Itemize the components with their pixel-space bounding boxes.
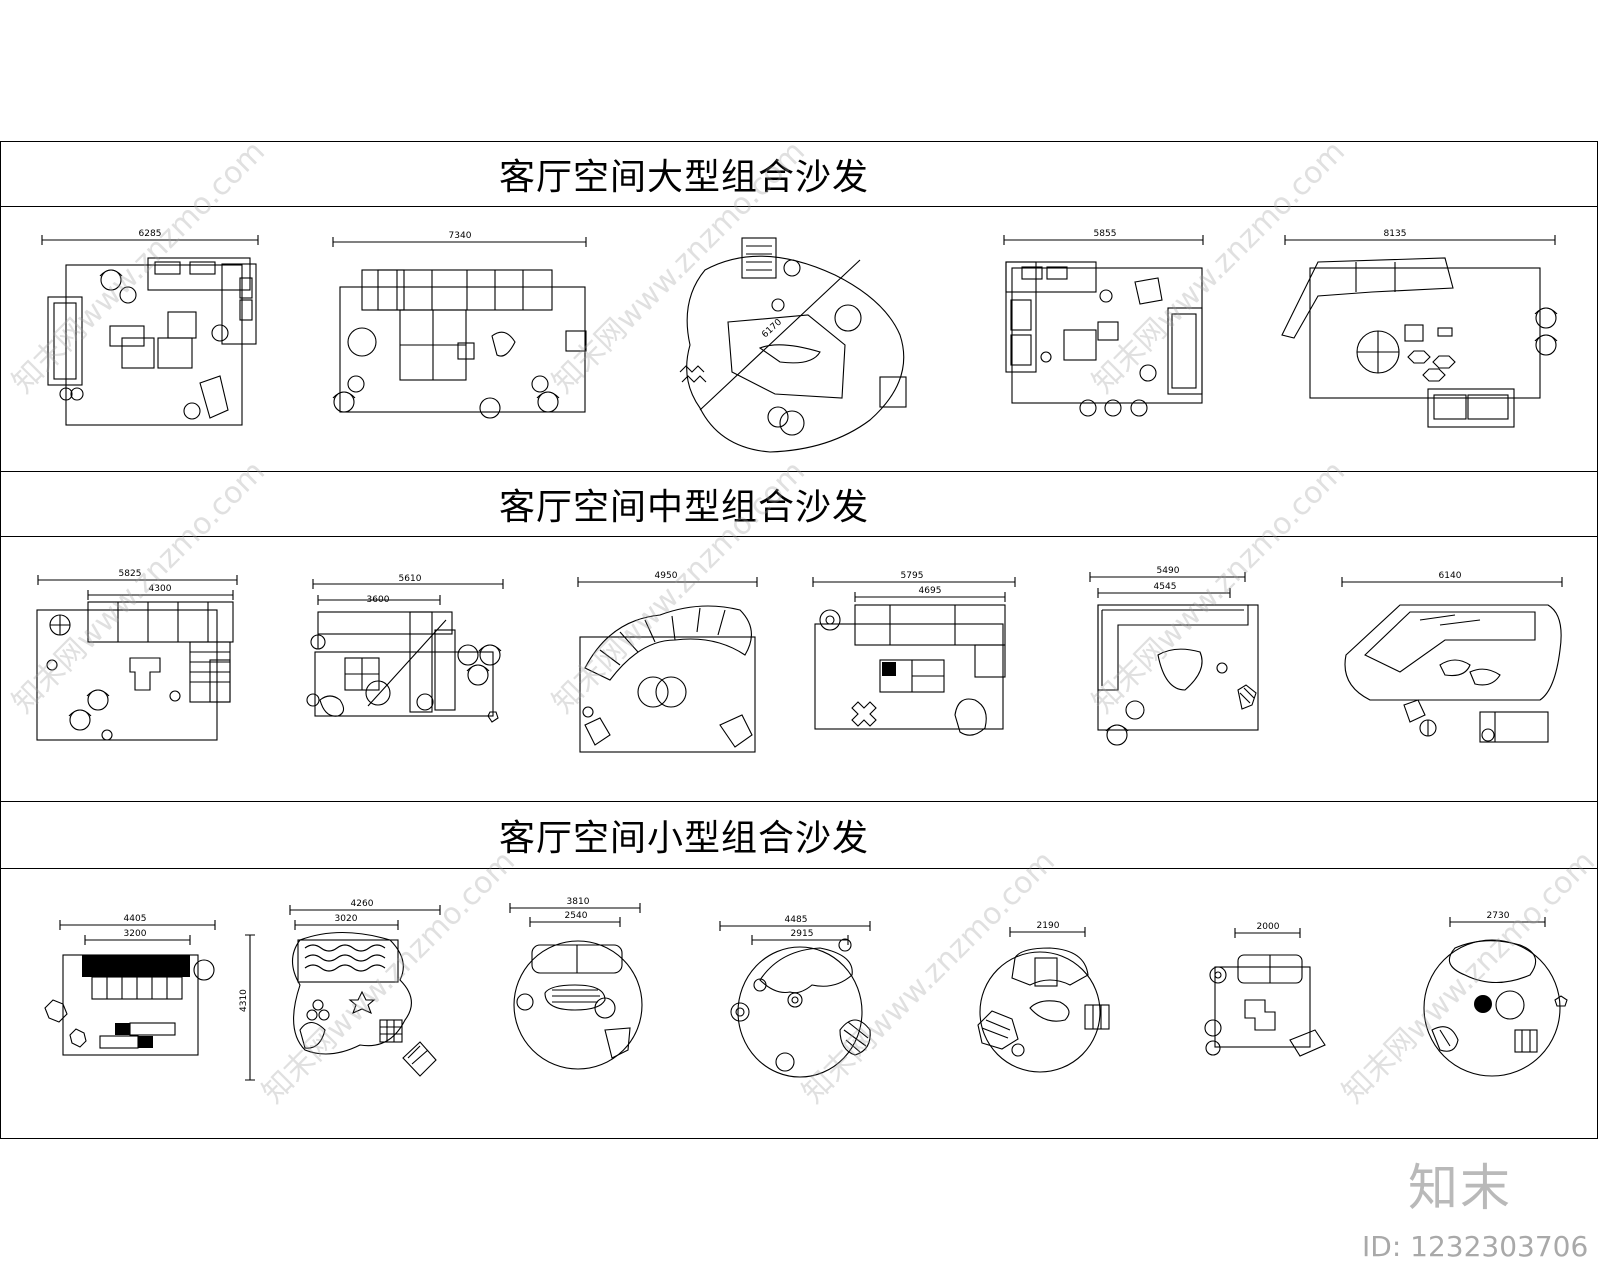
medium-plan-5: 5490 4545 xyxy=(1089,566,1259,746)
small-plan-6: 2000 xyxy=(1204,922,1326,1057)
medium-plan-6: 6140 xyxy=(1341,571,1563,743)
large-plan-2: 7340 xyxy=(332,231,587,419)
brand-logo: 知末 xyxy=(1408,1159,1512,1217)
dim-label: 2190 xyxy=(1037,921,1060,931)
large-plan-4: 5855 xyxy=(1003,229,1204,417)
dim-label: 5855 xyxy=(1094,229,1117,239)
large-plan-1: 6285 xyxy=(41,229,259,426)
dim-label-inner: 3020 xyxy=(335,914,358,924)
dim-label: 4405 xyxy=(124,914,147,924)
dim-label: 4485 xyxy=(785,915,808,925)
dim-label: 5825 xyxy=(119,569,142,579)
dim-label: 2730 xyxy=(1487,911,1510,921)
dim-label-inner: 4300 xyxy=(149,584,172,594)
section-title-small: 客厅空间小型组合沙发 xyxy=(498,818,869,859)
section-header-medium: 客厅空间中型组合沙发 xyxy=(1,472,1597,537)
dim-label: 6170 xyxy=(760,317,784,340)
dim-label-inner: 4545 xyxy=(1154,582,1177,592)
dim-label-inner: 2915 xyxy=(791,929,814,939)
dim-label: 7340 xyxy=(449,231,472,241)
dim-label: 5490 xyxy=(1157,566,1180,576)
dim-label: 4260 xyxy=(351,899,374,909)
dim-label-inner: 4695 xyxy=(919,586,942,596)
small-plan-4: 4485 2915 xyxy=(719,915,871,1078)
dim-label-inner: 3600 xyxy=(367,595,390,605)
medium-plan-2: 5610 3600 xyxy=(306,574,504,723)
large-plan-5: 8135 xyxy=(1281,229,1558,428)
dim-label: 4950 xyxy=(655,571,678,581)
dim-label-inner: 2540 xyxy=(565,911,588,921)
dim-label-side: 4310 xyxy=(239,989,249,1012)
dim-label: 3810 xyxy=(567,897,590,907)
section-header-small: 客厅空间小型组合沙发 xyxy=(1,802,1597,869)
small-plan-2: 4260 3020 4310 xyxy=(239,899,441,1081)
small-plan-3: 3810 2540 xyxy=(509,897,643,1070)
section-header-large: 客厅空间大型组合沙发 xyxy=(1,142,1597,207)
brand-id: ID: 1232303706 xyxy=(1362,1230,1589,1263)
dim-label: 2000 xyxy=(1257,922,1280,932)
dim-label: 6285 xyxy=(139,229,162,239)
large-plan-3: 6170 xyxy=(679,237,907,453)
medium-plan-4: 5795 4695 xyxy=(812,571,1016,736)
small-plan-7: 2730 xyxy=(1423,911,1568,1077)
dim-label: 6140 xyxy=(1439,571,1462,581)
dim-label-inner: 3200 xyxy=(124,929,147,939)
dim-label: 8135 xyxy=(1384,229,1407,239)
small-plan-1: 4405 3200 xyxy=(44,914,216,1056)
medium-plan-1: 5825 4300 xyxy=(36,569,238,741)
section-title-medium: 客厅空间中型组合沙发 xyxy=(498,487,869,528)
section-title-large: 客厅空间大型组合沙发 xyxy=(498,157,869,198)
section-body-medium xyxy=(1,537,1597,802)
dim-label: 5795 xyxy=(901,571,924,581)
section-body-large xyxy=(1,207,1597,472)
small-plan-5: 2190 xyxy=(977,921,1110,1073)
dim-label: 5610 xyxy=(399,574,422,584)
medium-plan-3: 4950 xyxy=(577,571,758,753)
drawing-sheet: 客厅空间大型组合沙发 客厅空间中型组合沙发 客厅空间小型组合沙发 xyxy=(0,141,1598,1139)
